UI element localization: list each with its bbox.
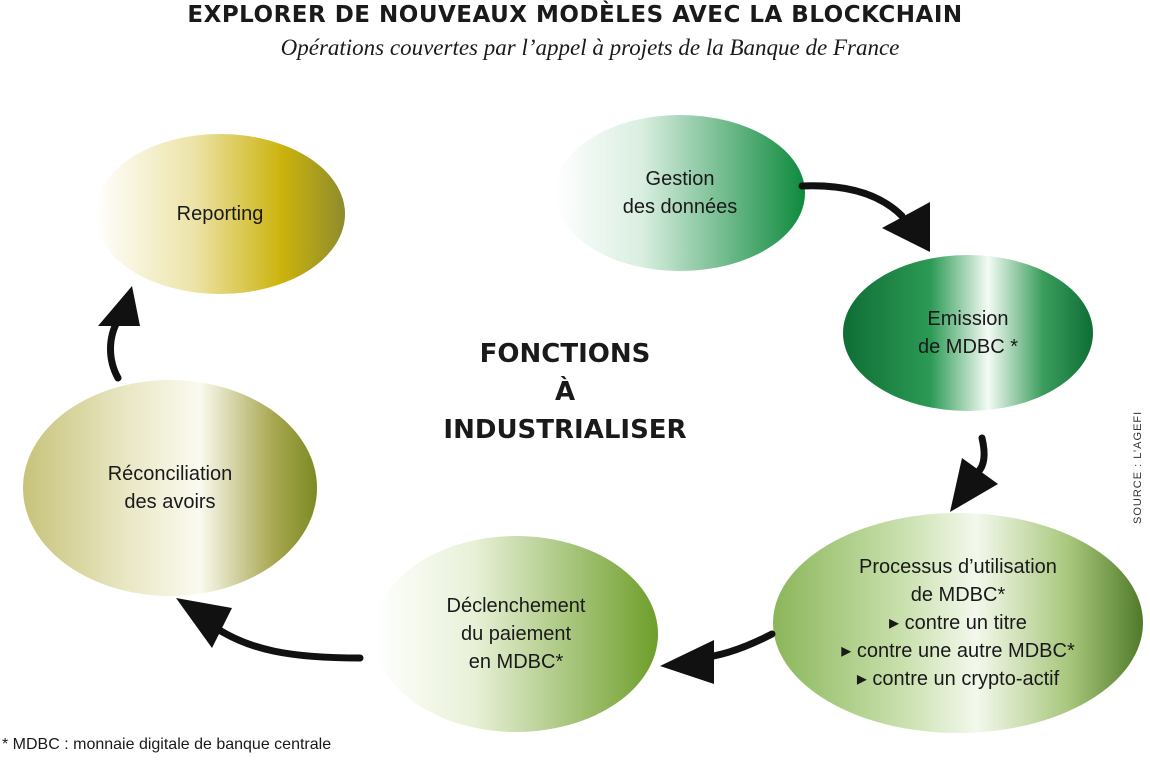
arrow-gestion-to-emission (798, 182, 906, 220)
arrowhead-emission (882, 202, 930, 252)
node-declenchement-line2: du paiement (460, 623, 572, 645)
node-declenchement: Déclenchement du paiement en MDBC* (374, 536, 658, 732)
arrow-emission-to-processus (974, 434, 988, 476)
node-emission: Emission de MDBC * (843, 255, 1093, 411)
node-gestion: Gestion des données (555, 115, 805, 271)
node-declenchement-line3: en MDBC* (468, 651, 564, 673)
source-credit: SOURCE : L’AGEFI (1132, 410, 1144, 524)
node-processus-line2: de MDBC* (910, 584, 1006, 606)
node-processus-ellipse (773, 513, 1143, 733)
node-processus-bullet1: ▸ contre un titre (889, 612, 1027, 634)
node-processus-bullet2: ▸ contre une autre MDBC* (841, 640, 1075, 662)
node-reconciliation: Réconciliation des avoirs (23, 380, 317, 596)
node-reporting-ellipse (95, 134, 345, 294)
node-reconciliation-line1: Réconciliation (107, 463, 233, 485)
center-title-line1: FONCTIONS (479, 339, 651, 369)
node-processus-bullet3: ▸ contre un crypto-actif (856, 668, 1060, 690)
node-processus-line1: Processus d’utilisation (859, 556, 1057, 578)
arrow-declenchement-to-reconciliation (212, 624, 364, 662)
node-declenchement-ellipse (374, 536, 658, 732)
node-emission-ellipse (843, 255, 1093, 411)
node-gestion-line2: des données (622, 196, 738, 218)
page-subtitle: Opérations couvertes par l’appel à proje… (280, 35, 900, 60)
center-title: FONCTIONS À INDUSTRIALISER (410, 335, 720, 449)
node-declenchement-line1: Déclenchement (446, 595, 586, 617)
node-gestion-line1: Gestion (645, 168, 715, 190)
arrow-reconciliation-to-reporting (107, 316, 122, 382)
center-title-line3: INDUSTRIALISER (443, 415, 687, 445)
node-reporting-line1: Reporting (176, 203, 264, 225)
arrowhead-declenchement (660, 640, 714, 684)
page-title: EXPLORER DE NOUVEAUX MODÈLES AVEC LA BLO… (187, 2, 963, 28)
arrowhead-reconciliation (176, 598, 232, 648)
node-emission-line2: de MDBC * (917, 336, 1019, 358)
node-reconciliation-line2: des avoirs (124, 491, 216, 513)
node-processus: Processus d’utilisation de MDBC* ▸ contr… (773, 513, 1143, 733)
footnote: * MDBC : monnaie digitale de banque cent… (2, 736, 332, 753)
node-emission-line1: Emission (927, 308, 1009, 330)
arrowhead-processus (950, 458, 998, 512)
node-gestion-ellipse (555, 115, 805, 271)
arrowhead-reporting (98, 286, 140, 326)
node-reconciliation-ellipse (23, 380, 317, 596)
node-reporting: Reporting (95, 134, 345, 294)
center-title-line2: À (554, 377, 576, 407)
